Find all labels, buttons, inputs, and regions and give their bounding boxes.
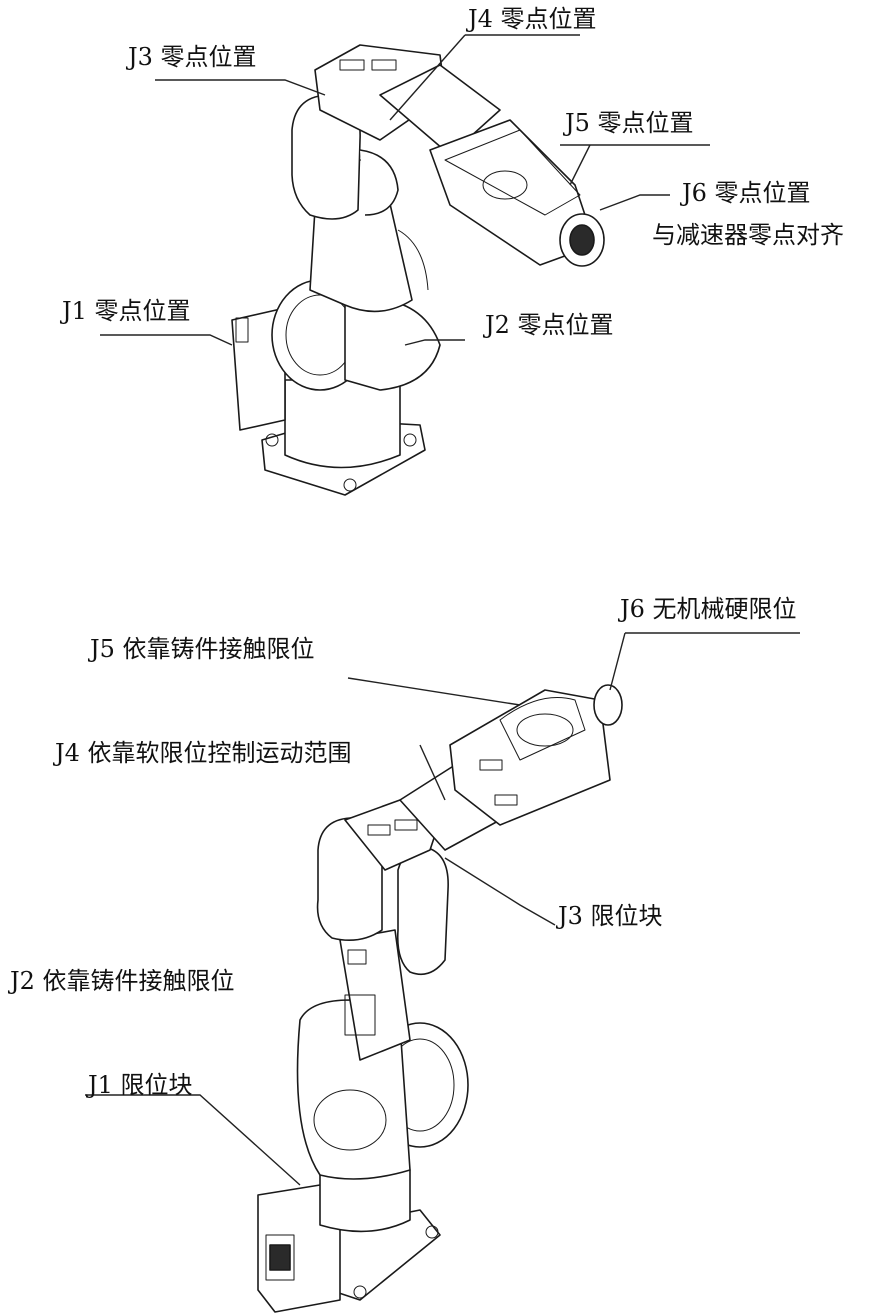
j3-elbow-left [316, 817, 383, 941]
top-label-j2: J2 零点位置 [485, 311, 614, 339]
j6-leader-2 [609, 632, 626, 691]
bottom-robot-drawing [257, 684, 623, 1313]
j1-leader [100, 334, 233, 346]
top-label-j6-line2: 与减速器零点对齐 [652, 221, 844, 249]
j3-leader [155, 79, 326, 96]
bottom-label-j4: J4 依靠软限位控制运动范围 [55, 739, 352, 767]
bottom-label-j1: J1 限位块 [88, 1071, 193, 1099]
top-label-j4: J4 零点位置 [468, 5, 597, 33]
j3-joint [359, 149, 399, 216]
top-label-j6-line1: J6 零点位置 [682, 179, 811, 207]
j3-leader-2 [444, 857, 556, 926]
top-label-j1: J1 零点位置 [62, 297, 191, 325]
j4-leader [389, 34, 466, 121]
top-label-j3: J3 零点位置 [128, 43, 257, 71]
j6-flange-2 [593, 684, 623, 726]
j2-housing [344, 297, 441, 391]
j5-leader-2 [347, 677, 521, 706]
bottom-leader-lines [85, 632, 800, 1186]
base-cylinder [284, 379, 401, 469]
top-robot-drawing [231, 44, 605, 496]
j3-elbow-cover [291, 94, 361, 220]
bottom-label-j2: J2 依靠铸件接触限位 [10, 967, 235, 995]
top-leader-lines [100, 34, 710, 346]
j2-leader [404, 339, 465, 346]
bottom-label-j6: J6 无机械硬限位 [620, 595, 797, 623]
base-cylinder-2 [319, 1169, 411, 1233]
j6-leader [599, 194, 670, 211]
upper-arm [379, 64, 501, 156]
j4-leader-2 [419, 744, 446, 801]
j3-elbow-right [396, 846, 449, 976]
j5-leader [569, 144, 591, 186]
bottom-label-j3: J3 限位块 [558, 902, 663, 930]
bottom-label-j5: J5 依靠铸件接触限位 [90, 635, 315, 663]
j1-leader-2 [85, 1094, 301, 1186]
top-label-j5: J5 零点位置 [565, 109, 694, 137]
wrist-body-2 [449, 689, 611, 826]
